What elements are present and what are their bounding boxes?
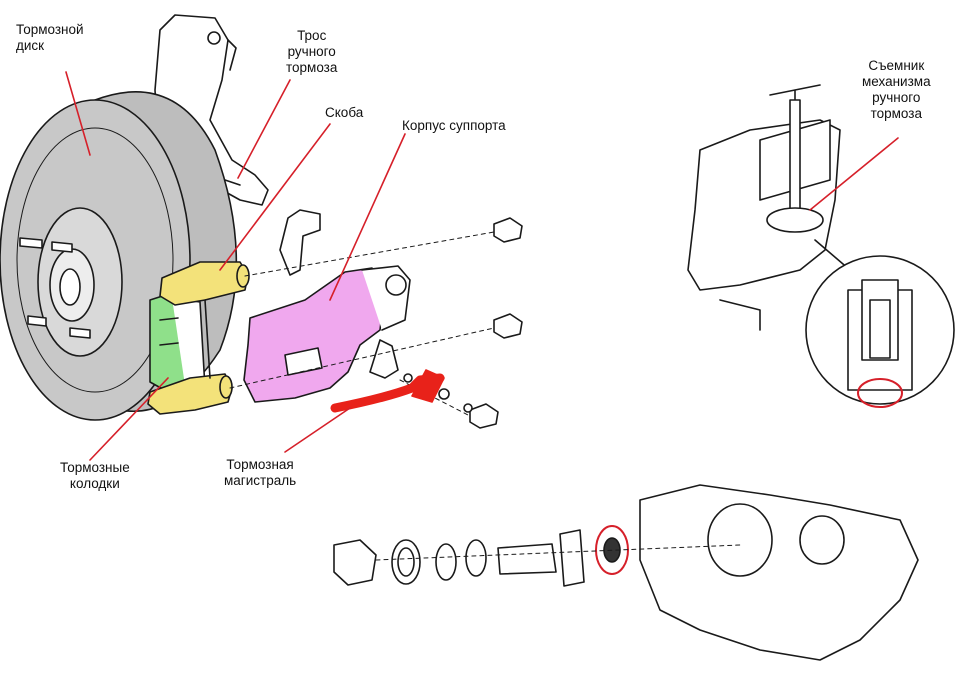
piston-exploded-view xyxy=(333,484,919,661)
label-bracket: Скоба xyxy=(325,105,364,120)
label-brake-line: Тормозная магистраль xyxy=(224,457,297,488)
leader-lines xyxy=(65,71,899,461)
brake-hose xyxy=(330,369,445,413)
alignment-lines xyxy=(229,231,495,417)
label-brake-pads: Тормозные колодки xyxy=(60,460,130,491)
puller-assembly xyxy=(687,84,955,405)
label-handbrake-cable: Трос ручного тормоза xyxy=(286,28,338,75)
label-caliper-body: Корпус суппорта xyxy=(402,118,506,133)
brake-disc xyxy=(0,91,238,421)
caliper-body xyxy=(243,209,411,403)
highlight-circle xyxy=(857,378,903,408)
caliper-bracket xyxy=(147,261,250,415)
label-brake-disc: Тормозной диск xyxy=(16,22,84,53)
guide-bolts xyxy=(403,217,523,429)
label-handbrake-puller: Съемник механизма ручного тормоза xyxy=(862,58,931,121)
